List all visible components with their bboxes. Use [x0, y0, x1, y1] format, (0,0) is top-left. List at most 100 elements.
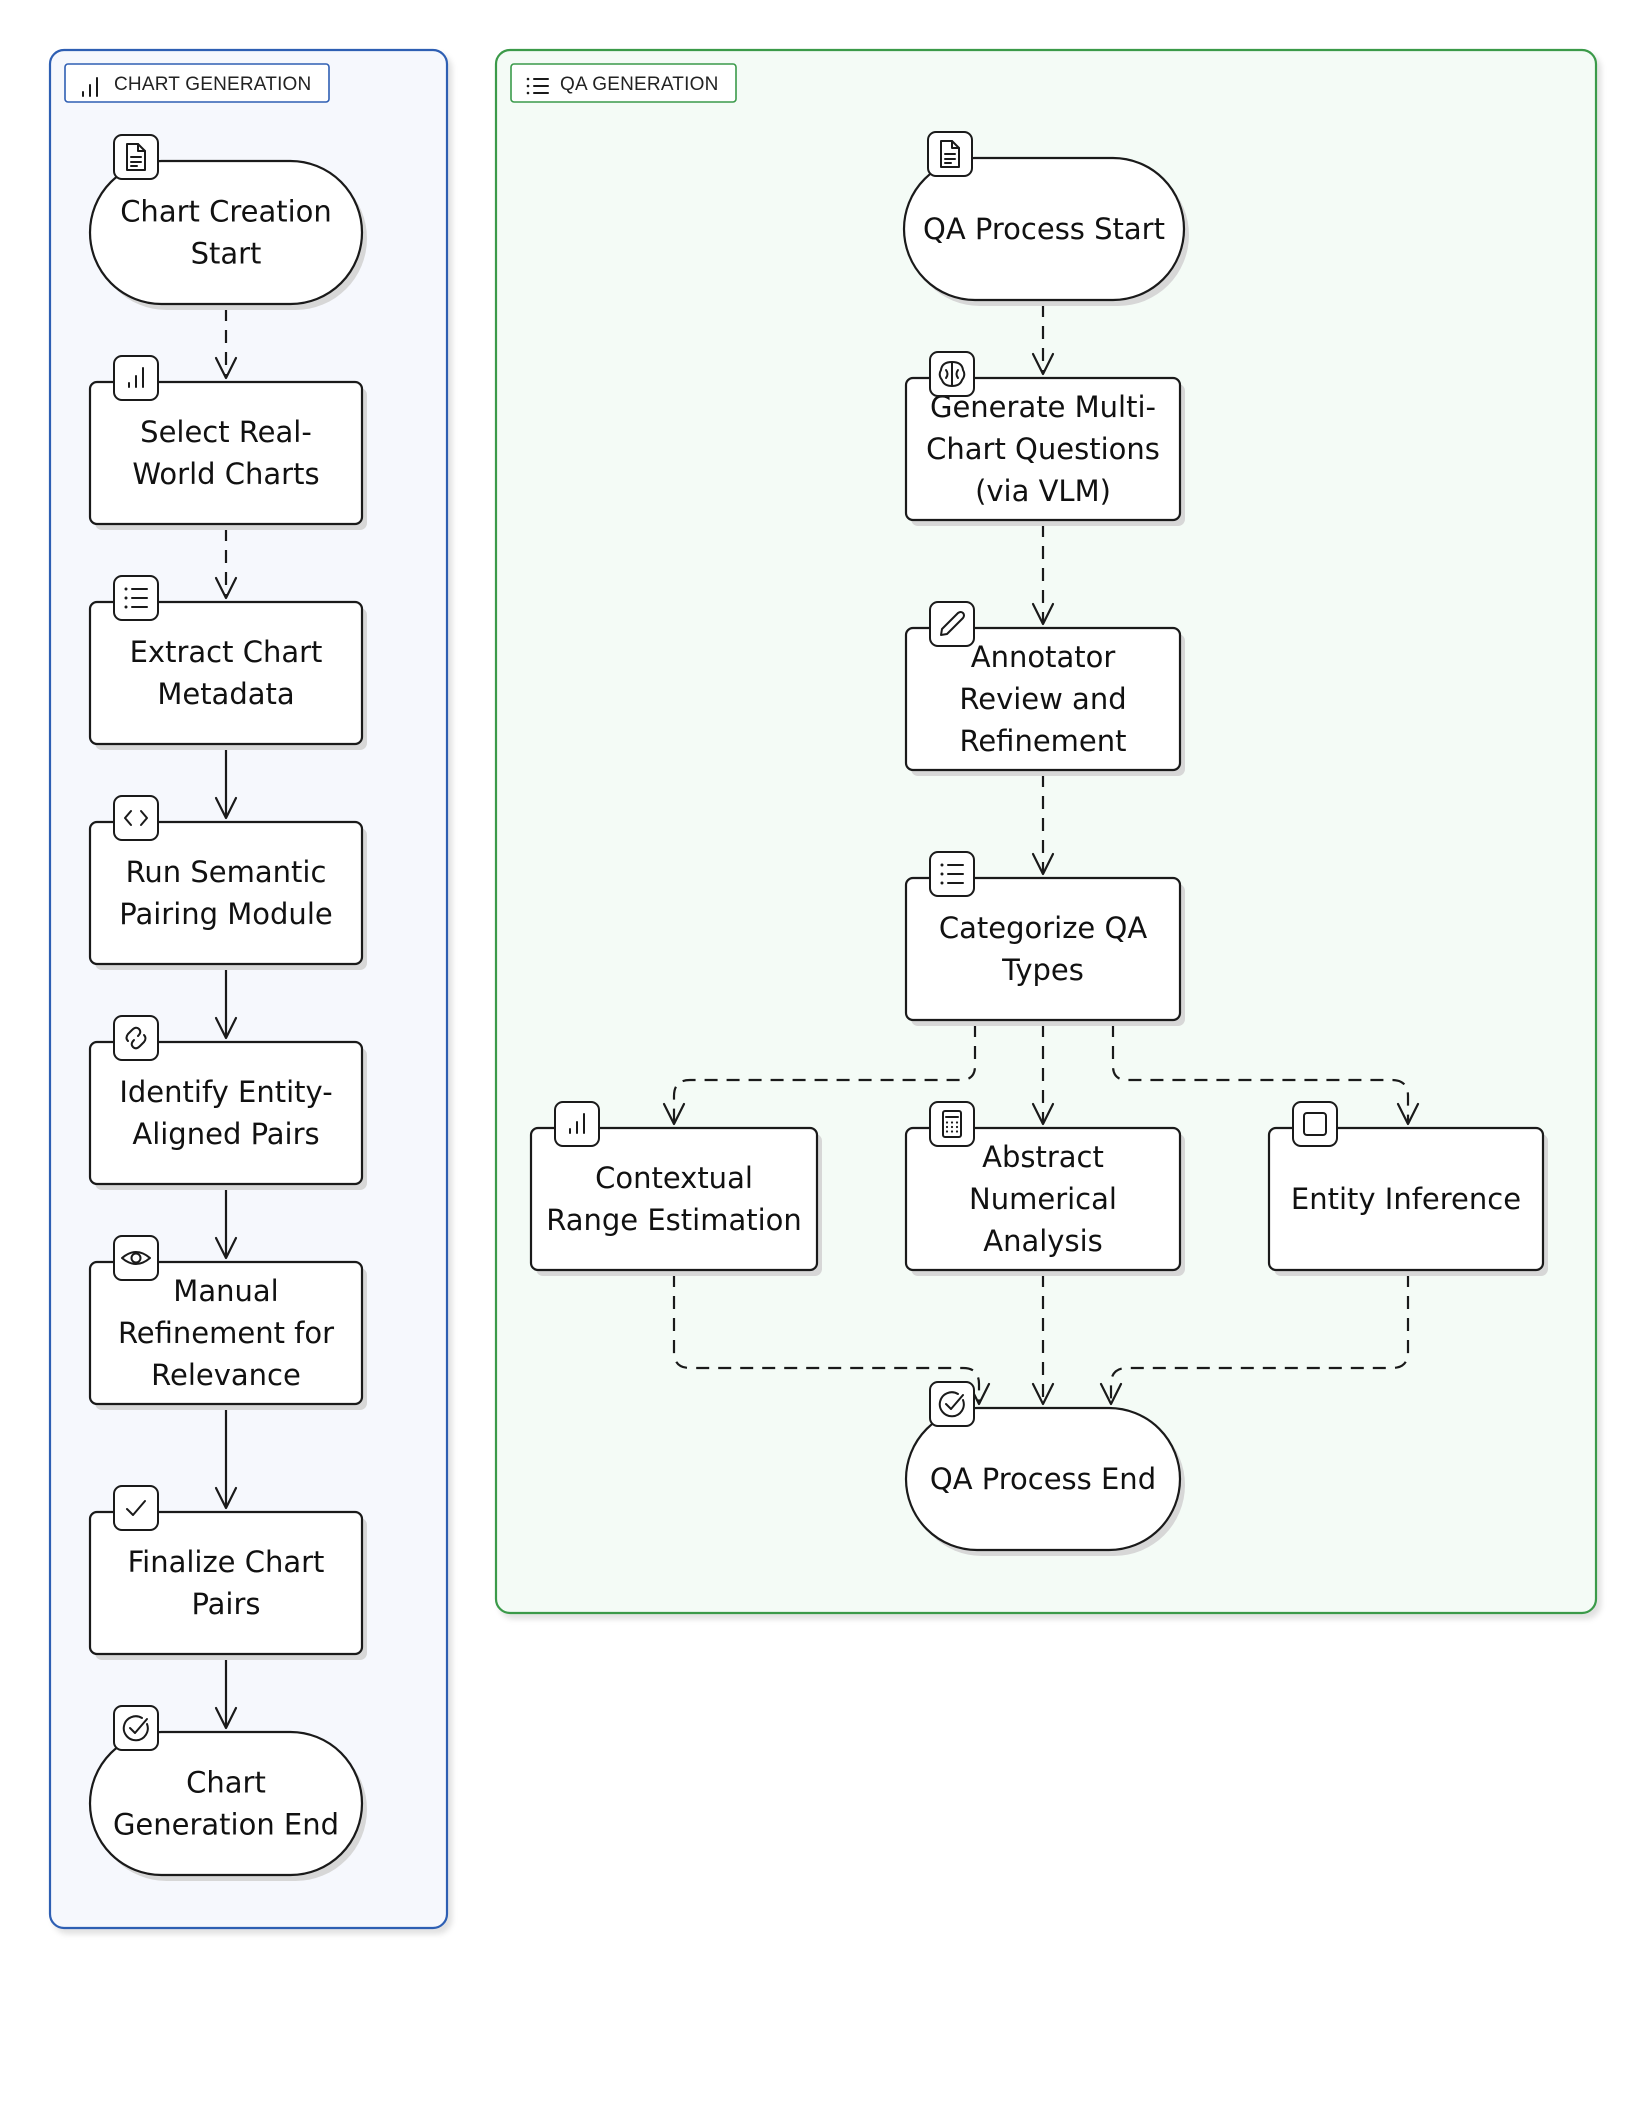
pencil-icon	[929, 601, 975, 647]
check-icon	[113, 1485, 159, 1531]
node-select-charts[interactable]: Select Real- World Charts	[88, 355, 367, 530]
node-categorize-types[interactable]: Categorize QA Types	[904, 851, 1185, 1026]
document-icon	[927, 131, 973, 177]
node-generate-questions[interactable]: Generate Multi-Chart Questions(via VLM)	[904, 351, 1185, 526]
node-shape	[88, 820, 364, 966]
edge-categorize-types-to-contextual-range	[662, 1024, 977, 1126]
list-icon	[929, 851, 975, 897]
node-label-line: Numerical	[969, 1182, 1117, 1216]
node-label-line: Start	[191, 237, 262, 271]
node-shape	[529, 1126, 819, 1272]
edge-chart-start-to-select-charts	[214, 308, 238, 380]
edge-manual-refinement-to-finalize-pairs	[214, 1408, 238, 1510]
node-label-line: Manual	[173, 1274, 278, 1308]
check-circle-icon	[113, 1705, 159, 1751]
node-qa-end[interactable]: QA Process End	[904, 1381, 1185, 1556]
node-shape	[1267, 1126, 1545, 1272]
arrowhead	[1099, 1382, 1123, 1406]
list-icon	[113, 575, 159, 621]
node-label-line: Run Semantic	[126, 855, 327, 889]
edge-qa-start-to-generate-questions	[1031, 304, 1055, 376]
node-label-line: Chart	[186, 1766, 266, 1800]
arrowhead	[214, 576, 238, 600]
arrowhead	[214, 796, 238, 820]
node-label-line: Chart Creation	[120, 195, 332, 229]
node-label-line: Categorize QA	[939, 911, 1147, 945]
arrowhead	[214, 1706, 238, 1730]
node-label-line: Relevance	[151, 1358, 301, 1392]
code-icon	[113, 795, 159, 841]
edge-select-charts-to-extract-metadata	[214, 528, 238, 600]
check-circle-icon	[929, 1381, 975, 1427]
node-shape	[904, 376, 1182, 522]
link-icon	[113, 1015, 159, 1061]
node-label-line: (via VLM)	[975, 474, 1111, 508]
arrowhead	[1031, 852, 1055, 876]
node-shape	[904, 1126, 1182, 1272]
edge-abstract-numerical-to-qa-end	[1031, 1274, 1055, 1406]
arrowhead	[1031, 352, 1055, 376]
node-shape	[88, 1730, 364, 1877]
node-label-line: Types	[1001, 953, 1084, 987]
node-label-line: Review and	[959, 682, 1126, 716]
square-icon	[1292, 1101, 1338, 1147]
node-label-line: Annotator	[971, 640, 1116, 674]
edge-line	[672, 1024, 977, 1124]
node-label-line: Pairs	[191, 1587, 260, 1621]
node-label-line: Extract Chart	[130, 635, 323, 669]
edge-extract-metadata-to-semantic-pairing	[214, 748, 238, 820]
node-shape	[88, 1510, 364, 1656]
node-shape	[902, 156, 1186, 302]
node-label-line: Analysis	[983, 1224, 1102, 1258]
arrowhead	[1031, 1382, 1055, 1406]
node-label-line: Refinement	[959, 724, 1126, 758]
node-shape	[904, 626, 1182, 772]
edge-categorize-types-to-entity-inference	[1111, 1024, 1420, 1126]
node-label-line: Pairing Module	[119, 897, 332, 931]
node-label-line: Aligned Pairs	[132, 1117, 319, 1151]
node-shape	[88, 600, 364, 746]
node-entity-inference[interactable]: Entity Inference	[1267, 1101, 1548, 1276]
node-label-line: Contextual	[595, 1161, 753, 1195]
node-shape	[88, 1260, 364, 1406]
node-label-line: Entity Inference	[1291, 1182, 1521, 1216]
arrowhead	[1396, 1102, 1420, 1126]
lane-label-text: QA GENERATION	[560, 74, 719, 95]
node-label-line: Refinement for	[118, 1316, 334, 1350]
node-label-line: Range Estimation	[546, 1203, 802, 1237]
arrowhead	[214, 1236, 238, 1260]
edges-layer	[214, 304, 1420, 1730]
node-label-line: QA Process Start	[923, 212, 1165, 246]
arrowhead	[214, 1486, 238, 1510]
node-shape	[88, 1040, 364, 1186]
node-entity-pairs[interactable]: Identify Entity- Aligned Pairs	[88, 1015, 367, 1190]
edge-generate-questions-to-annotator-review	[1031, 524, 1055, 626]
node-label-line: QA Process End	[930, 1462, 1156, 1496]
arrowhead	[1031, 1102, 1055, 1126]
edge-line	[672, 1274, 981, 1404]
node-label-line: Identify Entity-	[119, 1075, 332, 1109]
arrowhead	[214, 356, 238, 380]
node-qa-start[interactable]: QA Process Start	[902, 131, 1189, 306]
arrowhead	[1031, 602, 1055, 626]
edge-entity-inference-to-qa-end	[1099, 1274, 1410, 1406]
eye-icon	[113, 1235, 159, 1281]
list-icon	[526, 77, 549, 95]
edge-semantic-pairing-to-entity-pairs	[214, 968, 238, 1040]
node-label-line: Select Real-	[140, 415, 312, 449]
arrowhead	[662, 1102, 686, 1126]
calculator-icon	[929, 1101, 975, 1147]
edge-annotator-review-to-categorize-types	[1031, 774, 1055, 876]
node-label-line: World Charts	[132, 457, 319, 491]
